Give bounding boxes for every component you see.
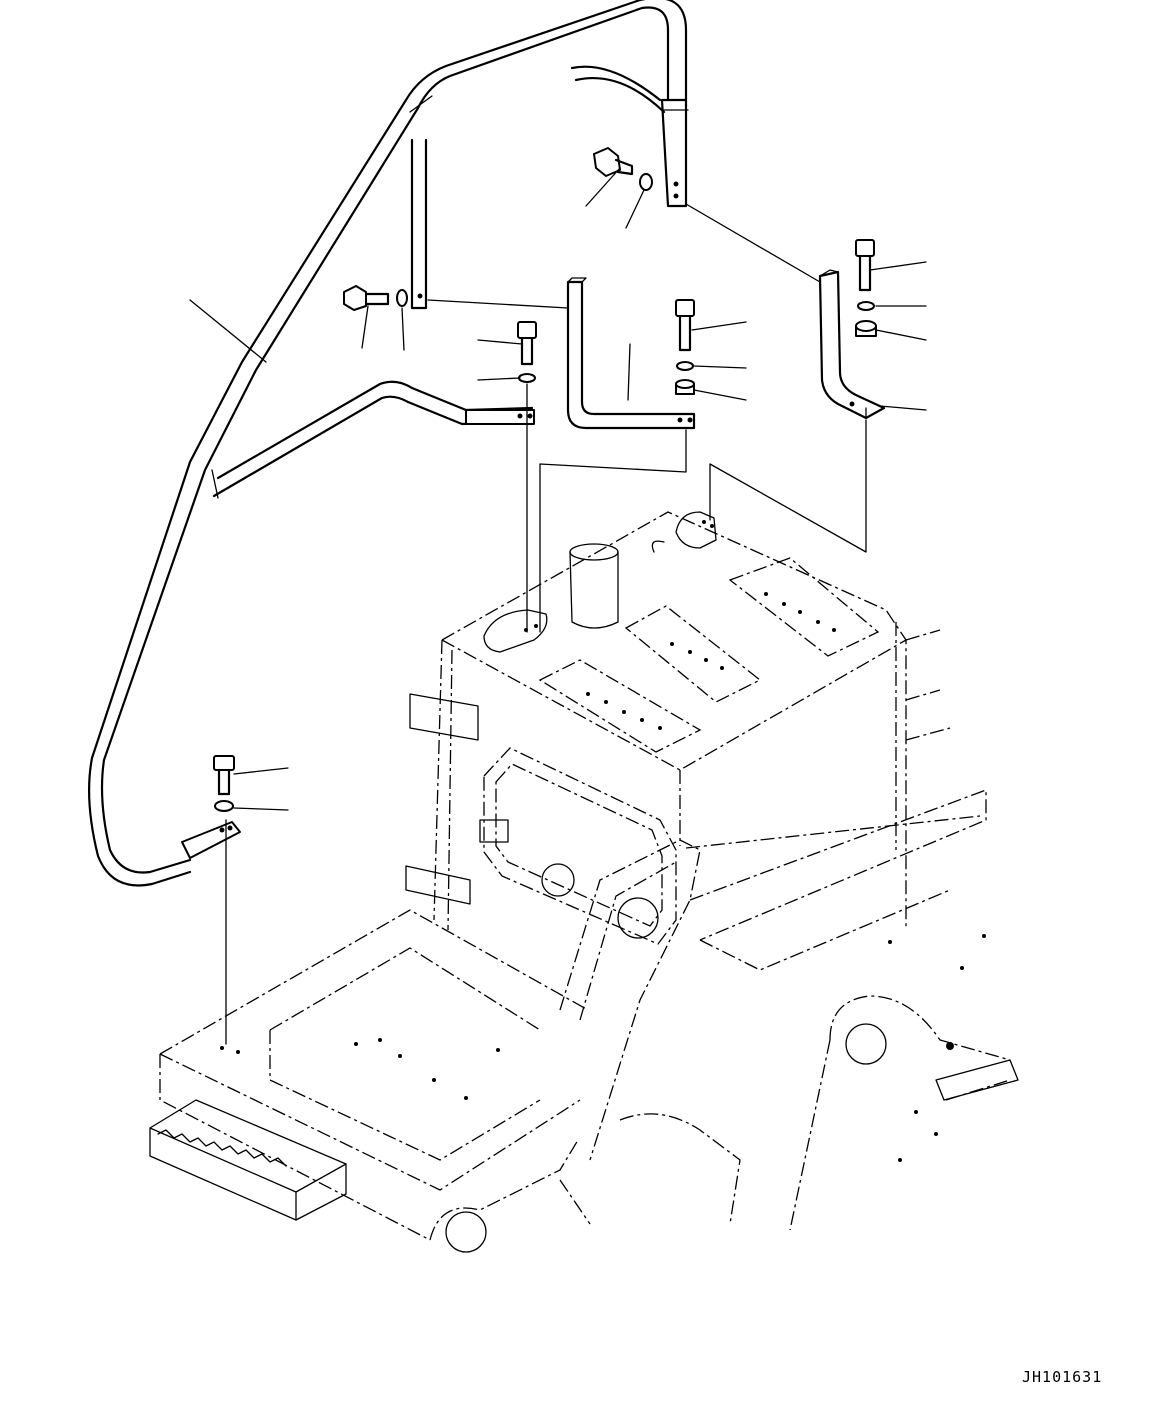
- washer-left: [396, 289, 408, 307]
- bolt-center: [675, 299, 695, 352]
- nut-right: [855, 320, 877, 337]
- washer-center: [676, 361, 694, 371]
- washer-right: [857, 301, 875, 311]
- bolt-brace: [517, 321, 537, 366]
- drawing-code-label: JH101631: [1022, 1368, 1103, 1386]
- leader-lines: [189, 167, 927, 811]
- washer-lower: [214, 800, 234, 812]
- assembly-lines: [225, 203, 867, 1045]
- bolt-upper: [593, 147, 634, 177]
- bolt-left: [343, 285, 390, 311]
- machine-body: [149, 511, 1019, 1253]
- right-bracket: [818, 269, 886, 420]
- washer-upper: [639, 173, 653, 191]
- bolt-right: [855, 239, 875, 292]
- center-bracket: [566, 277, 696, 430]
- washer-brace: [518, 373, 536, 383]
- handrail: [88, 0, 689, 887]
- nut-center: [675, 379, 695, 395]
- bolt-lower: [213, 755, 235, 796]
